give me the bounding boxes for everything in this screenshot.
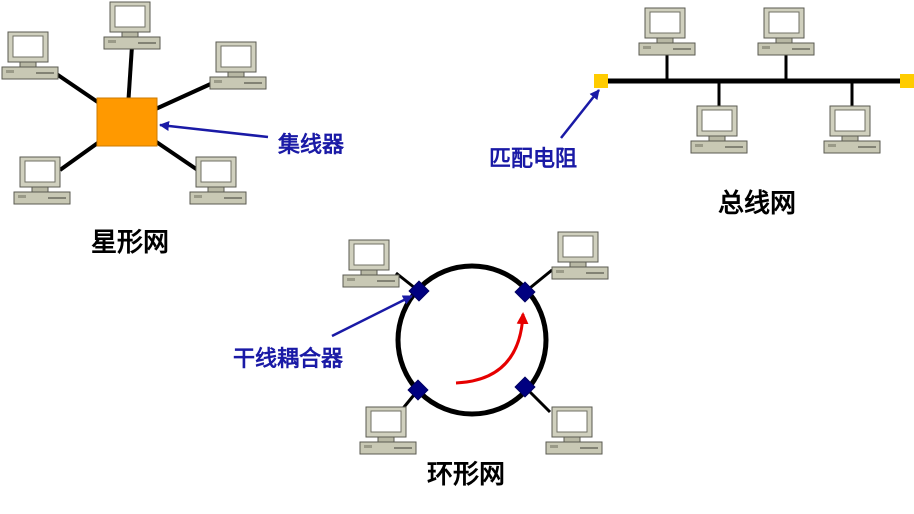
- ring-flow-arrow: [455, 312, 529, 385]
- bus-computer-bottom-right-icon: [823, 105, 881, 154]
- ring-network: 干线耦合器 环形网: [233, 231, 609, 490]
- star-computer-left-icon: [1, 31, 59, 80]
- ring-network-title: 环形网: [427, 460, 505, 490]
- star-computer-bottom-left-icon: [13, 156, 71, 205]
- coupler-pointer-arrow: [331, 294, 413, 338]
- bus-network: 匹配电阻 总线网: [489, 7, 914, 219]
- bus-computer-bottom-left-icon: [690, 105, 748, 154]
- hub-pointer-arrow: [159, 121, 269, 139]
- ring-computer-top-right-icon: [551, 231, 609, 280]
- star-computer-top-icon: [103, 1, 161, 50]
- bus-computer-top-left-icon: [638, 7, 696, 56]
- ring-couplers: [407, 280, 536, 401]
- hub-label: 集线器: [277, 132, 345, 158]
- ring-computer-bottom-left-icon: [359, 406, 417, 455]
- bus-drops: [665, 55, 854, 106]
- star-network: 集线器 星形网: [1, 1, 345, 258]
- ring-loop: [395, 263, 549, 417]
- star-computer-bottom-right-icon: [189, 156, 247, 205]
- star-computer-right-icon: [209, 41, 267, 90]
- ring-computer-top-left-icon: [342, 239, 400, 288]
- terminator-label: 匹配电阻: [489, 147, 577, 172]
- hub-box: [96, 97, 158, 147]
- ring-computer-bottom-right-icon: [545, 406, 603, 455]
- bus-computer-top-right-icon: [757, 7, 815, 56]
- bus-network-title: 总线网: [718, 189, 796, 219]
- coupler-label: 干线耦合器: [233, 346, 344, 372]
- terminator-left: [594, 74, 608, 88]
- terminator-right: [900, 74, 914, 88]
- star-network-title: 星形网: [91, 228, 169, 258]
- terminator-pointer-arrow: [560, 89, 600, 139]
